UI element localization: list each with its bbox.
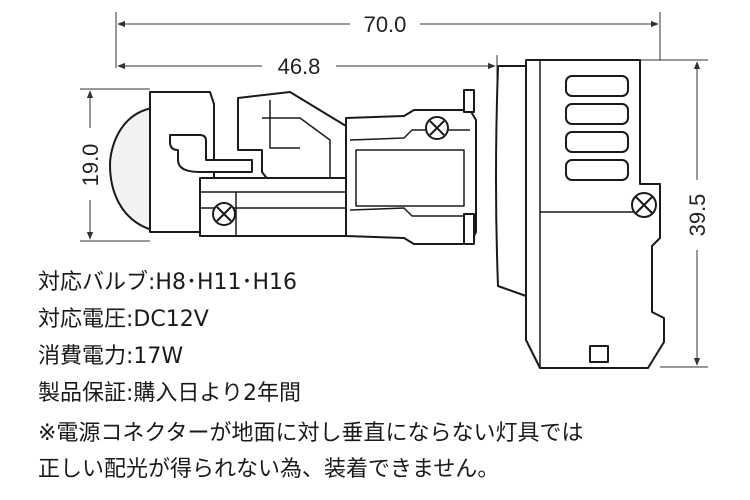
dimension-overall-height: 39.5: [640, 59, 710, 368]
vent-3: [565, 131, 629, 153]
connector-latch: [589, 345, 609, 363]
dimension-lens-height: 19.0: [78, 88, 150, 242]
bulb-illustration: [109, 59, 665, 369]
pin-top: [463, 89, 475, 113]
screw-left-icon: [212, 202, 236, 226]
lens-dome: [109, 107, 153, 231]
spec-line-compatible-bulbs: 対応バルブ:H8･H11･H16: [38, 270, 298, 295]
pin-bottom: [463, 213, 475, 245]
vent-4: [565, 159, 629, 181]
screw-right-icon: [631, 192, 657, 218]
spec-line-warranty: 製品保証:購入日より2年間: [38, 381, 301, 406]
vent-1: [565, 75, 629, 97]
clip-frame: [169, 134, 253, 173]
dimension-label-lens-to-flange: 46.8: [278, 54, 321, 79]
dimension-overall-length: 70.0: [115, 12, 661, 68]
dimension-label-overall-length: 70.0: [364, 12, 407, 37]
dimension-label-overall-height: 39.5: [685, 194, 710, 237]
dimension-label-lens-height: 19.0: [78, 144, 103, 187]
spec-line-power: 消費電力:17W: [38, 344, 184, 369]
dimension-lens-to-flange: 46.8: [117, 54, 498, 90]
note-line-2: 正しい配光が得られない為、装着できません。: [38, 457, 500, 482]
vent-2: [565, 103, 629, 125]
spec-line-voltage: 対応電圧:DC12V: [38, 307, 209, 332]
screw-middle-icon: [425, 116, 449, 140]
flange: [495, 65, 527, 297]
note-line-1: ※電源コネクターが地面に対し垂直にならない灯具では: [38, 421, 584, 446]
